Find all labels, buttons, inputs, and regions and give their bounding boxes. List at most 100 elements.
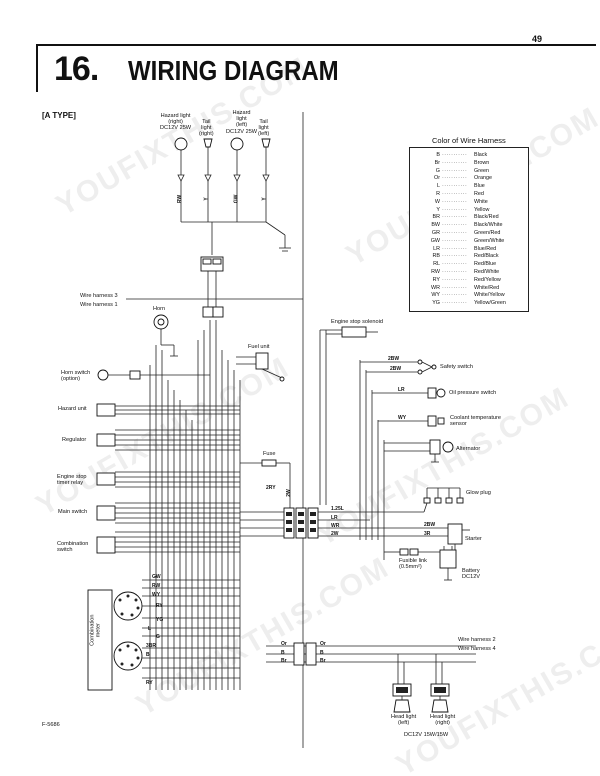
page-number: 49 [532, 34, 543, 44]
starter-symbol [370, 523, 470, 560]
legend-code: G [435, 167, 440, 174]
fuel-unit-symbol [236, 352, 285, 382]
engine-stop-solenoid-symbol [320, 326, 378, 338]
legend-code: BW [431, 222, 440, 229]
page-title: WIRING DIAGRAM [128, 55, 339, 87]
engine-stop-timer-relay-symbol [96, 471, 240, 488]
label-coolant-temperature-sensor: Coolant temperature sensor [450, 415, 501, 428]
legend-code: Or [434, 175, 440, 182]
label-head-light-rating: DC12V 15W/15W [404, 732, 449, 738]
legend-dots: ··········· [442, 261, 468, 268]
wire-label: WR [331, 523, 340, 529]
wire-label: 2RY [266, 485, 276, 491]
label-starter: Starter [465, 536, 482, 542]
legend-code: RB [432, 253, 441, 260]
wire-label: Or [320, 641, 326, 647]
legend-row: BW···········Black/White [410, 222, 528, 230]
legend-row: BR···········Black/Red [410, 214, 528, 222]
legend-code: B [436, 152, 440, 158]
wire-label: YG [156, 617, 164, 623]
legend-title: Color of Wire Harness [432, 136, 506, 145]
label-hazard-light-right: Hazard light (right) DC12V 25W [160, 113, 192, 132]
label-fusible-link: Fusible link (0.5mm²) [399, 558, 427, 571]
alternator-symbol [384, 439, 454, 463]
label-engine-stop-timer-relay: Engine stop timer relay [57, 474, 87, 487]
legend-row: B···········Black [410, 152, 528, 160]
wire-label: Or [281, 641, 287, 647]
wire-label: RW [177, 194, 184, 204]
legend-dots: ··········· [442, 152, 468, 158]
legend-row: GW···········Green/White [410, 238, 528, 246]
label-fuse: Fuse [263, 451, 276, 457]
safety-switch-symbol [360, 359, 437, 375]
fuse-symbol [240, 459, 291, 510]
legend-code: GR [431, 230, 440, 236]
label-horn-switch: Horn switch (option) [61, 370, 91, 383]
right-wire-bus [319, 330, 385, 560]
legend-row: Br···········Brown [410, 160, 528, 168]
hazard-unit-symbol [96, 403, 240, 417]
horn-switch-symbol [97, 369, 210, 381]
wire-label: G [156, 634, 160, 640]
legend-name: Red/Blue [474, 261, 497, 268]
label-oil-pressure-switch: Oil pressure switch [449, 390, 497, 396]
legend-dots: ··········· [442, 230, 468, 236]
legend-row: G···········Green [410, 168, 528, 176]
legend-code: RW [431, 269, 440, 275]
wire-label: 2W [285, 489, 292, 497]
combination-meter-symbol [87, 579, 240, 691]
hazard-light-right-symbol [174, 137, 188, 175]
label-head-light-left: Head light (left) [391, 714, 417, 727]
legend-row: R···········Red [410, 191, 528, 199]
legend-name: Green/White [474, 237, 505, 244]
legend-code: RY [432, 276, 440, 283]
legend-dots: ··········· [442, 300, 468, 307]
label-horn: Horn [153, 306, 166, 312]
legend-name: Red/Yellow [474, 276, 501, 283]
legend-row: Or···········Orange [410, 175, 528, 183]
oil-pressure-switch-symbol [372, 387, 446, 399]
legend-dots: ··········· [442, 253, 468, 260]
legend-row: RL···········Red/Blue [410, 261, 528, 269]
wire-label: RY [146, 680, 153, 686]
wire-label: B [281, 650, 285, 656]
wire-label: L [148, 626, 152, 632]
legend-dots: ··········· [442, 159, 468, 166]
legend-name: Orange [474, 175, 492, 182]
label-hazard-light-left: Hazard light (left) DC12V 25W [226, 110, 258, 135]
wire-label: GW [233, 194, 240, 204]
wire-label: 3BR [146, 643, 157, 649]
left-wire-bus [149, 320, 241, 690]
legend-dots: ··········· [442, 191, 468, 197]
legend-code: GW [430, 237, 440, 244]
wire-label: WY [152, 592, 161, 598]
label-hazard-unit: Hazard unit [58, 406, 87, 412]
wire-label: 2BW [390, 366, 402, 372]
legend-code: R [436, 191, 440, 197]
legend-code: LR [433, 245, 440, 252]
label-alternator: Alternator [456, 446, 481, 452]
figure-id: F-5686 [42, 722, 60, 728]
wire-label: RY [156, 603, 163, 609]
legend-dots: ··········· [442, 183, 468, 190]
title-number: 16. [54, 50, 99, 88]
wire-label: LR [331, 515, 338, 521]
wire-label: B [320, 650, 324, 656]
central-connector-block [240, 507, 370, 539]
legend-name: Blue [474, 183, 485, 190]
legend-code: L [437, 183, 440, 190]
wire-label: WY [398, 415, 407, 421]
wire-label: 3R [424, 531, 431, 537]
legend-row: GR···········Green/Red [410, 230, 528, 238]
legend-name: Black/White [474, 222, 503, 229]
legend-row: WR···········White/Red [410, 285, 528, 293]
legend-code: YG [432, 300, 440, 307]
label-regulator: Regulator [62, 437, 87, 443]
combination-switch-symbol [96, 531, 240, 554]
legend-dots: ··········· [442, 269, 468, 275]
label-combination-meter: Combination meter [89, 614, 102, 646]
wire-label: LR [398, 387, 405, 393]
legend-name: Yellow/Green [474, 300, 506, 307]
legend-dots: ··········· [442, 245, 468, 252]
